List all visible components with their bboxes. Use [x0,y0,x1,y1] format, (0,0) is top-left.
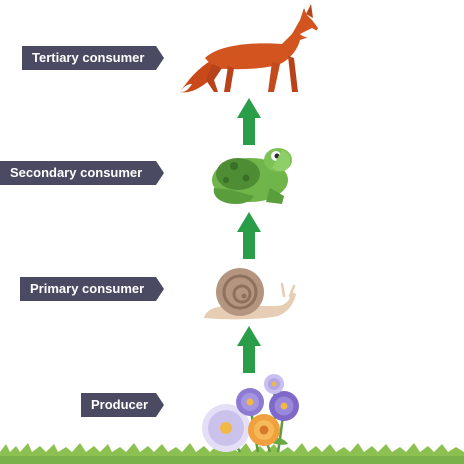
fox-icon [180,4,320,93]
flower-orange-icon [248,414,280,446]
label-primary-consumer: Primary consumer [20,277,164,301]
label-secondary-consumer: Secondary consumer [0,161,164,185]
arrow-up-icon [237,98,261,145]
label-tertiary-consumer: Tertiary consumer [22,46,164,70]
flower-purple-icon [269,391,299,421]
flower-purple-icon [236,388,264,416]
arrow-up-icon [237,212,261,259]
label-producer: Producer [81,393,164,417]
flowers-icon [202,374,299,453]
flower-lilac-icon [264,374,284,394]
frog-icon [212,148,292,204]
snail-icon [204,268,296,320]
arrow-up-icon [237,326,261,373]
flower-white-icon [202,404,250,452]
